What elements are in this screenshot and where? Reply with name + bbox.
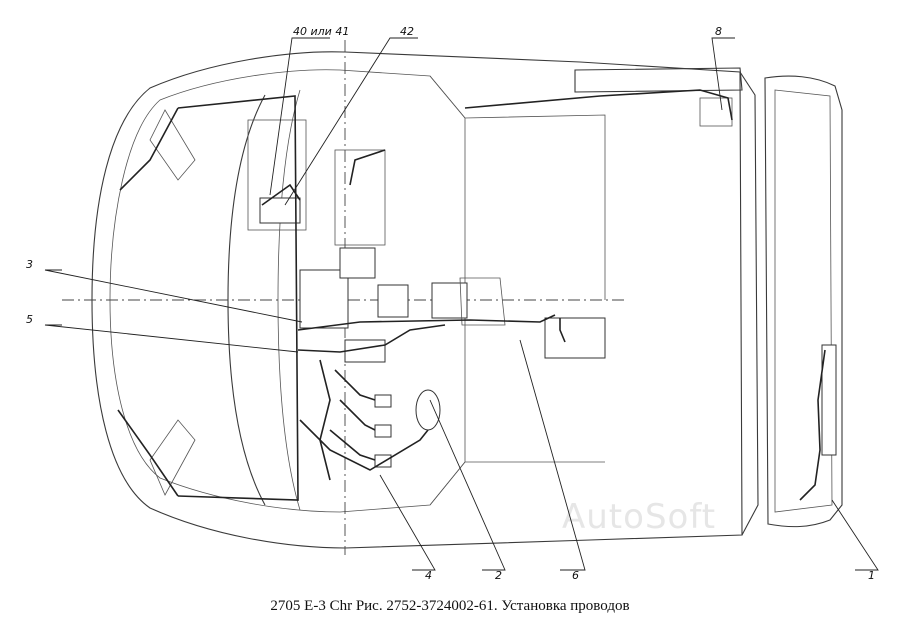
figure-caption: 2705 Е-3 Chr Рис. 2752-3724002-61. Устан… (270, 598, 630, 614)
watermark: AutoSoft (562, 497, 716, 537)
callout-labels: 40 или 41 42 8 3 5 4 2 6 1 (26, 25, 875, 582)
electrical-components (259, 197, 837, 468)
callout-2: 2 (495, 569, 502, 582)
callout-1: 1 (868, 569, 875, 582)
callout-6: 6 (572, 569, 579, 582)
vehicle-body-outline (91, 51, 843, 549)
callout-42: 42 (400, 25, 414, 38)
callout-40-41: 40 или 41 (293, 25, 349, 38)
callout-5: 5 (26, 313, 33, 326)
wiring-installation-diagram: AutoSoft (26, 25, 879, 582)
callout-3: 3 (26, 258, 33, 271)
callout-8: 8 (715, 25, 722, 38)
leader-lines (44, 37, 879, 571)
wiring-harness (117, 89, 826, 501)
callout-4: 4 (425, 569, 432, 582)
